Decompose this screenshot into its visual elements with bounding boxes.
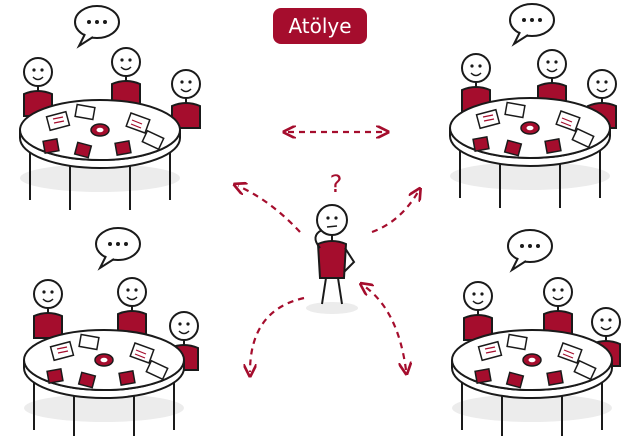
speech-bubble-icon — [95, 227, 141, 269]
round-table-icon — [449, 97, 611, 209]
thinking-person-icon — [306, 204, 358, 314]
person-icon — [463, 281, 493, 341]
speech-bubble-icon — [74, 5, 120, 47]
question-mark: ? — [329, 170, 343, 198]
arrow-up-left-icon — [238, 186, 301, 233]
arrow-down-right-icon — [364, 286, 406, 370]
speech-bubble-icon — [509, 3, 555, 45]
round-table-icon — [451, 329, 613, 436]
person-icon — [543, 277, 573, 337]
table-group-top-right — [449, 3, 617, 209]
table-group-bottom-right — [451, 229, 621, 436]
arrow-down-left-icon — [250, 296, 305, 372]
round-table-icon — [19, 99, 181, 211]
table-group-bottom-left — [23, 227, 199, 436]
arrow-up-right-icon — [371, 192, 418, 234]
person-icon — [117, 277, 147, 337]
table-group-top-left — [19, 5, 201, 211]
round-table-icon — [23, 329, 185, 436]
title-badge: Atölye — [273, 8, 367, 44]
person-icon — [111, 47, 141, 107]
arrows — [238, 132, 418, 372]
speech-bubble-icon — [507, 229, 553, 271]
person-icon — [33, 279, 63, 339]
